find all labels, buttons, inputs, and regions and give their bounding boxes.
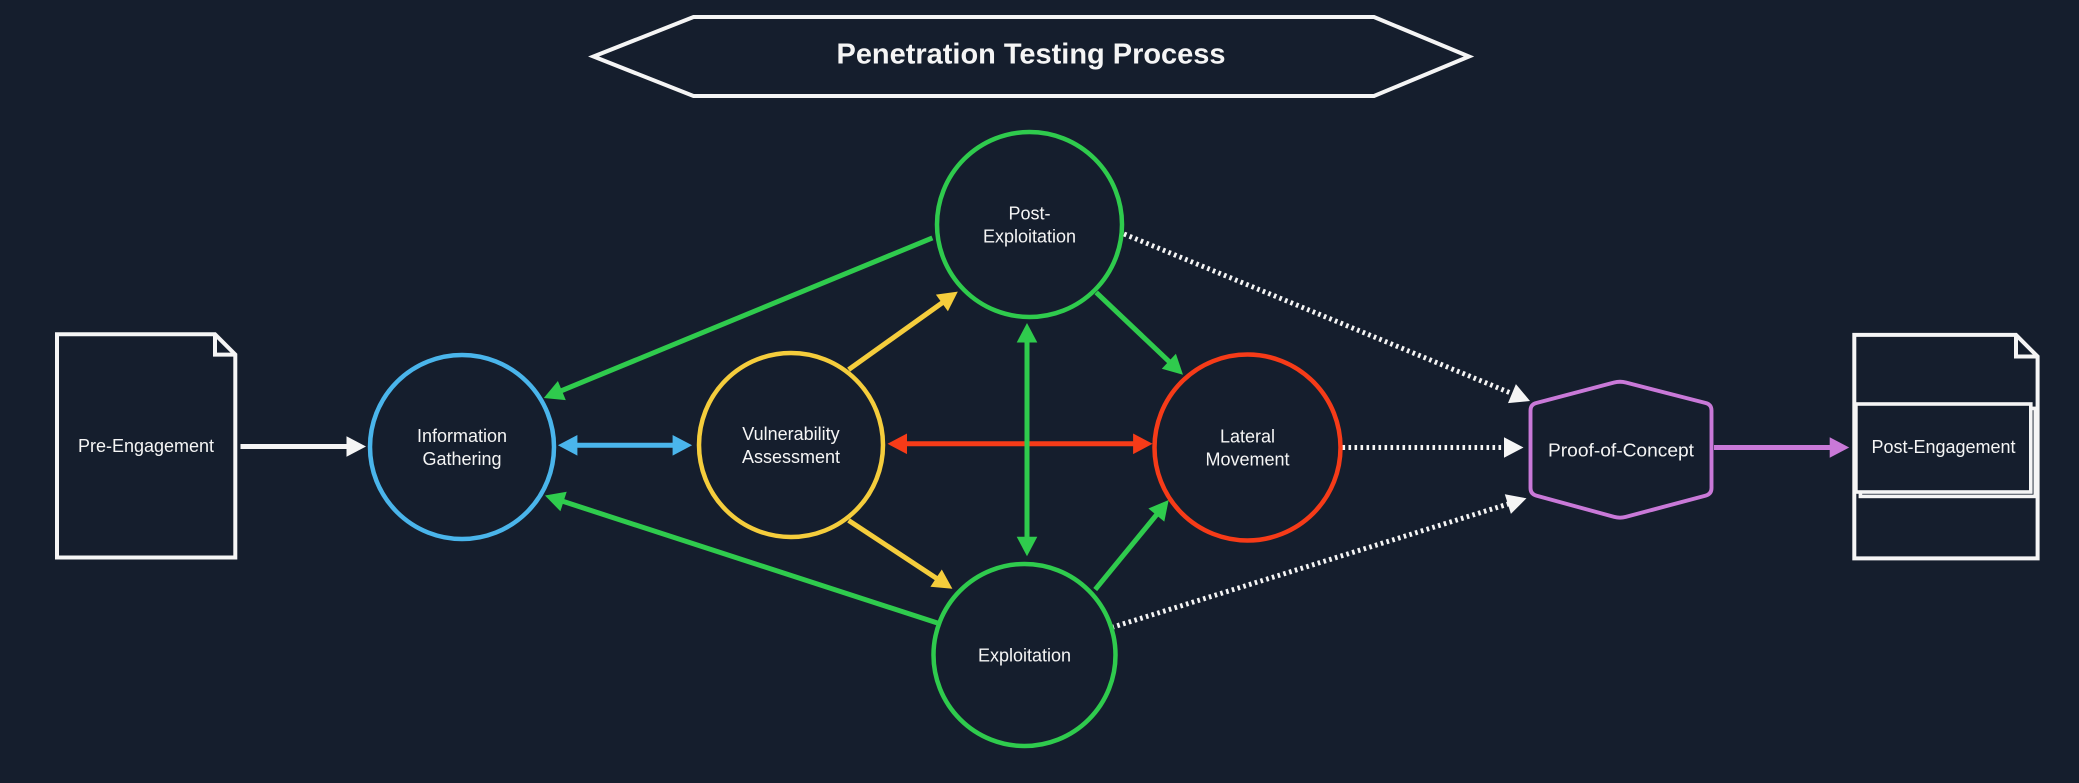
svg-text:Assessment: Assessment bbox=[742, 447, 840, 467]
svg-text:Pre-Engagement: Pre-Engagement bbox=[78, 436, 214, 456]
svg-text:Proof-of-Concept: Proof-of-Concept bbox=[1548, 441, 1694, 461]
svg-text:Exploitation: Exploitation bbox=[983, 227, 1076, 247]
svg-text:Penetration Testing Process: Penetration Testing Process bbox=[837, 39, 1226, 71]
svg-text:Exploitation: Exploitation bbox=[978, 646, 1071, 666]
svg-text:Post-Engagement: Post-Engagement bbox=[1871, 437, 2015, 457]
svg-text:Vulnerability: Vulnerability bbox=[742, 424, 839, 444]
svg-text:Lateral: Lateral bbox=[1220, 427, 1275, 447]
svg-text:Movement: Movement bbox=[1205, 450, 1289, 470]
svg-text:Gathering: Gathering bbox=[422, 449, 501, 469]
svg-text:Post-: Post- bbox=[1008, 204, 1050, 224]
svg-text:Information: Information bbox=[417, 426, 507, 446]
